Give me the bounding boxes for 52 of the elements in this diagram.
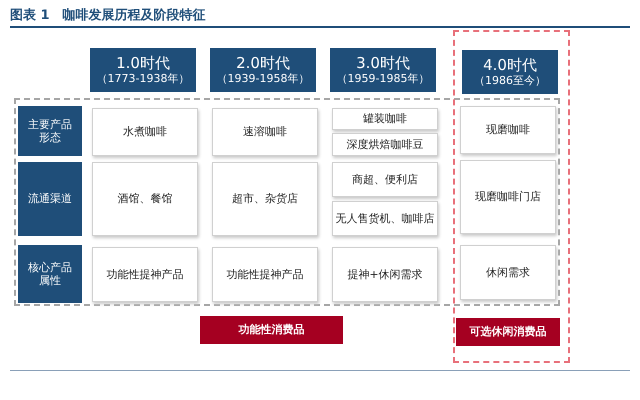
- content-box: [212, 108, 318, 156]
- cell-text: 速溶咖啡: [242, 125, 288, 139]
- cell-text: 可选休闲消费品: [468, 325, 548, 339]
- row-header: [18, 162, 82, 236]
- cell-text: 核心产品属性: [27, 260, 73, 288]
- dashed-frame: [14, 98, 560, 306]
- content-box: [460, 245, 556, 300]
- category-box: [200, 316, 343, 344]
- cell-text: 深度烘焙咖啡豆: [346, 138, 424, 152]
- content-box: [460, 160, 556, 234]
- content-box: [332, 162, 438, 197]
- row-header: [18, 106, 82, 156]
- cell-text: 罐装咖啡: [362, 112, 408, 126]
- era-name: 1.0时代: [115, 54, 171, 72]
- era-years: （1773-1938年）: [96, 72, 190, 86]
- era-name: 2.0时代: [235, 54, 291, 72]
- cell-text: 现磨咖啡门店: [474, 190, 542, 204]
- content-box: [212, 247, 318, 302]
- cell-text: 现磨咖啡: [485, 123, 531, 137]
- era-name: 3.0时代: [355, 54, 411, 72]
- era-header: [90, 48, 196, 92]
- cell-text: 提神+休闲需求: [346, 268, 424, 282]
- content-box: [92, 247, 198, 302]
- era-name: 4.0时代: [482, 56, 538, 74]
- era-header: [210, 48, 316, 92]
- row-header: [18, 245, 82, 303]
- category-box: [456, 318, 560, 346]
- cell-text: 酒馆、餐馆: [116, 192, 174, 206]
- era-years: （1939-1958年）: [216, 72, 310, 86]
- content-box: [92, 162, 198, 236]
- figure-title: 图表 1 咖啡发展历程及阶段特征: [10, 7, 206, 24]
- era-header: [462, 50, 558, 94]
- cell-text: 商超、便利店: [351, 172, 419, 186]
- cell-text: 主要产品形态: [27, 118, 73, 144]
- content-box: [332, 201, 438, 236]
- cell-text: 超市、杂货店: [231, 192, 299, 206]
- content-box: [332, 108, 438, 130]
- content-box: [92, 108, 198, 156]
- cell-text: 功能性提神产品: [106, 268, 184, 282]
- cell-text: 功能性提神产品: [226, 268, 304, 282]
- content-box: [332, 133, 438, 156]
- era-years: （1959-1985年）: [336, 72, 430, 86]
- content-box: [460, 106, 556, 154]
- cell-text: 功能性消费品: [238, 323, 306, 337]
- content-box: [212, 162, 318, 236]
- cell-text: 流通渠道: [27, 192, 73, 206]
- cell-text: 无人售货机、咖啡店: [334, 212, 436, 226]
- content-box: [332, 247, 438, 302]
- cell-text: 休闲需求: [485, 266, 531, 280]
- era-years: （1986至今）: [473, 74, 547, 88]
- cell-text: 水煮咖啡: [122, 125, 168, 139]
- era-header: [330, 48, 436, 92]
